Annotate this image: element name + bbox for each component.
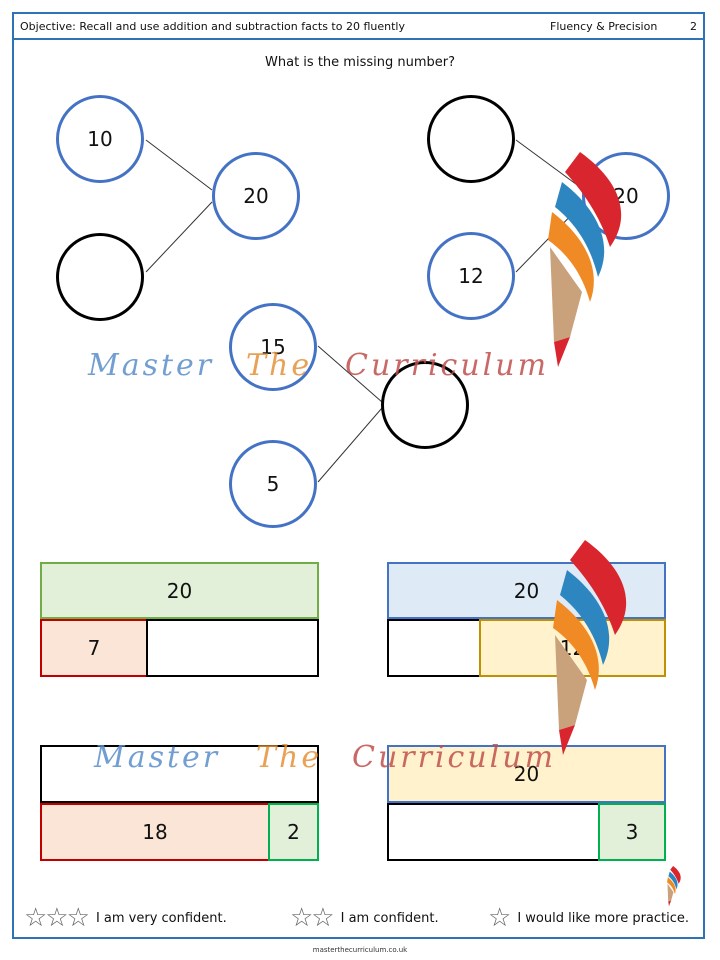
bar3-part-a: 18 [40, 803, 270, 861]
bond2-part-b: 12 [427, 232, 515, 320]
bar2-whole: 20 [387, 562, 666, 619]
confidence-practice: ☆ I would like more practice. [488, 903, 689, 933]
question-text: What is the missing number? [265, 55, 455, 70]
bar1-part-b[interactable] [146, 619, 319, 677]
bond3-part-b: 5 [229, 440, 317, 528]
bond1-part-b[interactable] [56, 233, 144, 321]
bar4-part-b: 3 [598, 803, 666, 861]
confidence-medium: ☆☆ I am confident. [290, 903, 439, 933]
bar1-part-a: 7 [40, 619, 148, 677]
confidence-label: I would like more practice. [517, 910, 690, 926]
page-number: 2 [690, 20, 697, 33]
bond3-line-top [317, 345, 383, 403]
confidence-very: ☆☆☆ I am very confident. [24, 903, 227, 933]
header-bar: Objective: Recall and use addition and s… [14, 14, 703, 40]
three-stars-icon[interactable]: ☆☆☆ [24, 903, 90, 933]
bar2-part-b: 12 [479, 619, 666, 677]
bond1-line-top [145, 139, 213, 191]
bond3-part-a: 15 [229, 303, 317, 391]
objective-text: Objective: Recall and use addition and s… [20, 20, 405, 33]
bar4-part-a[interactable] [387, 803, 600, 861]
bond2-part-a[interactable] [427, 95, 515, 183]
bond2-whole: 20 [582, 152, 670, 240]
confidence-label: I am confident. [340, 910, 439, 926]
bond2-line-top [515, 139, 585, 191]
bar1-whole: 20 [40, 562, 319, 619]
two-stars-icon[interactable]: ☆☆ [290, 903, 335, 933]
bar4-whole: 20 [387, 745, 666, 803]
bond2-line-bottom [515, 201, 585, 273]
website-url: masterthecurriculum.co.uk [312, 946, 408, 954]
bond3-line-bottom [317, 407, 383, 483]
bond1-part-a: 10 [56, 95, 144, 183]
page-frame [12, 12, 705, 939]
confidence-label: I am very confident. [95, 910, 227, 926]
bond1-line-bottom [145, 201, 213, 273]
bond1-whole: 20 [212, 152, 300, 240]
bar2-part-a[interactable] [387, 619, 481, 677]
one-star-icon[interactable]: ☆ [488, 903, 511, 933]
section-title: Fluency & Precision [550, 20, 658, 33]
bar3-part-b: 2 [268, 803, 319, 861]
bond3-whole[interactable] [381, 361, 469, 449]
bar3-whole[interactable] [40, 745, 319, 803]
